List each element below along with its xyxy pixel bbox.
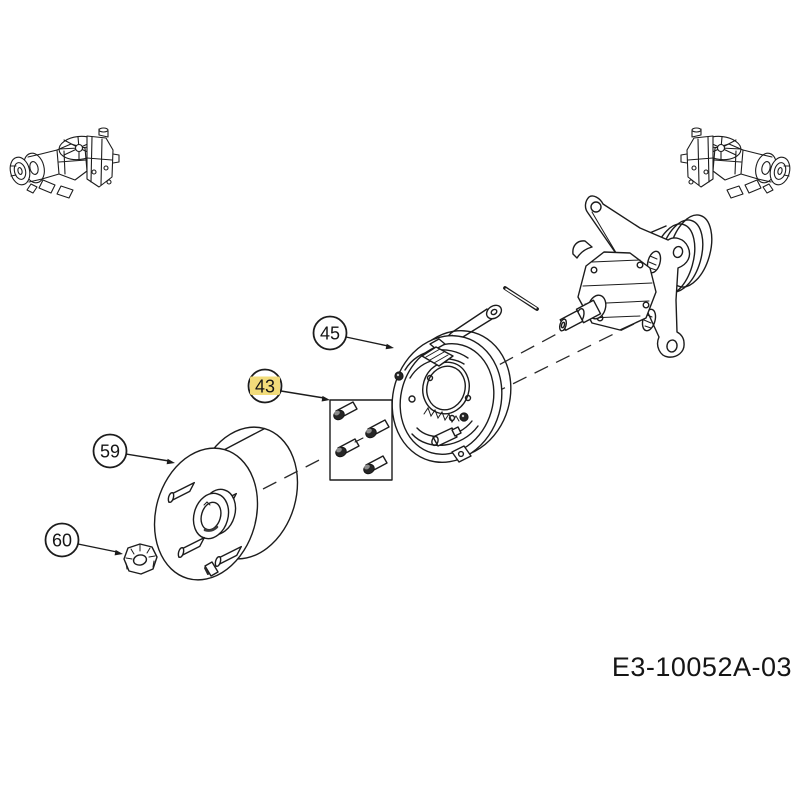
- wheel-stud-1: [167, 481, 196, 504]
- callout-45[interactable]: 45: [312, 315, 395, 351]
- anchor-pin-right: [459, 412, 469, 422]
- bracket-ear-hole-top: [590, 201, 602, 213]
- axis-line-drum-segment: [262, 455, 328, 490]
- arrowhead: [321, 395, 330, 402]
- bolt-4: [363, 455, 388, 475]
- lever-hole: [490, 308, 498, 316]
- callout-45-label: 45: [320, 324, 340, 344]
- wheel-stud-3: [214, 545, 243, 568]
- nut-bore: [132, 554, 148, 566]
- bracket-ear-hole-bottom: [666, 339, 678, 353]
- axle-housing-assembly: [503, 195, 713, 358]
- shaft-roll-pin: [503, 286, 539, 311]
- anchor-pin-left: [394, 371, 404, 381]
- callout-60-label: 60: [52, 531, 72, 551]
- callout-43-highlight: [250, 376, 280, 395]
- castle-nut: [123, 543, 158, 575]
- arrowhead: [114, 549, 123, 556]
- thumbnail-overview-right: [680, 127, 794, 199]
- wheel-stud-2: [177, 536, 206, 559]
- drum-rim-notch: [204, 561, 219, 577]
- brake-adjuster: [421, 338, 454, 367]
- callout-43[interactable]: 43: [247, 368, 331, 404]
- diagram-part-code: E3-10052A-03: [612, 652, 792, 682]
- drum-hub: [192, 488, 237, 540]
- arrowhead: [166, 458, 175, 465]
- shaft-key: [572, 240, 593, 259]
- callout-60[interactable]: 60: [44, 522, 124, 558]
- bolt-1: [333, 401, 358, 421]
- axle-shaft: [558, 294, 607, 332]
- brake-backing-plate-assembly: [391, 304, 512, 463]
- callout-59-label: 59: [100, 442, 120, 462]
- plate-center-opening: [422, 361, 470, 415]
- callout-59[interactable]: 59: [92, 433, 176, 469]
- brake-drum: [153, 426, 299, 581]
- arrowhead: [385, 343, 394, 350]
- shaft-center-bore: [560, 321, 566, 329]
- bracket-ear-hole-right: [672, 245, 684, 259]
- thumbnail-overview-left: [9, 127, 120, 199]
- callout-43-label: 43: [255, 377, 275, 397]
- bolt-2: [365, 419, 390, 439]
- brake-lower-adjuster: [431, 426, 462, 447]
- plate-bottom-tab: [451, 445, 472, 463]
- bolt-3: [335, 437, 364, 458]
- mounting-bolts-box: [329, 399, 393, 481]
